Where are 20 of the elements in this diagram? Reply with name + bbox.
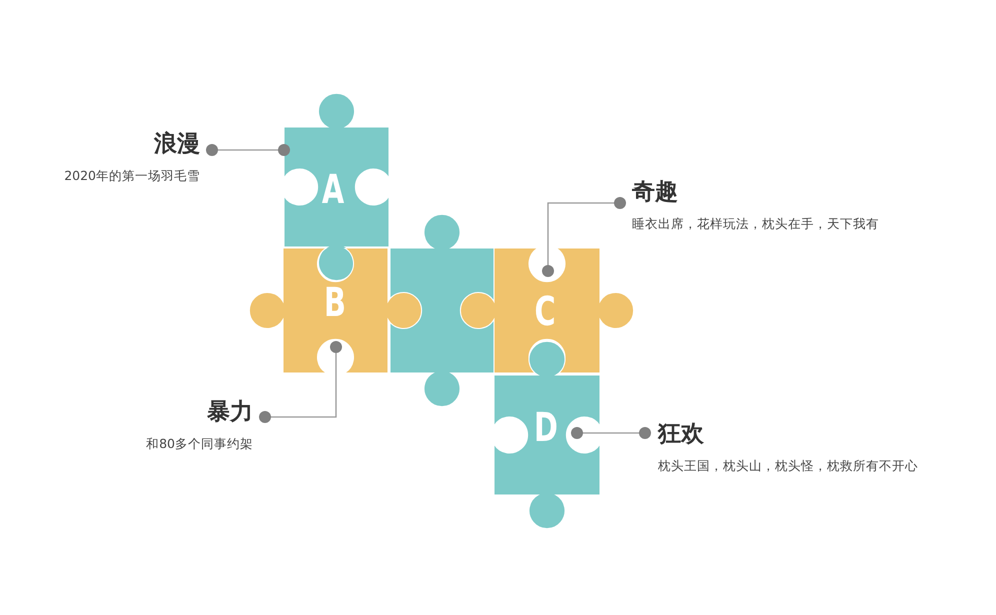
piece-letter: D bbox=[534, 406, 558, 450]
description-text: 2020年的第一场羽毛雪 bbox=[64, 168, 200, 184]
puzzle-piece bbox=[247, 248, 424, 373]
heading-text: 浪漫 bbox=[154, 130, 200, 158]
description-text: 睡衣出席，花样玩法，枕头在手，天下我有 bbox=[632, 216, 879, 232]
leader-line bbox=[206, 144, 290, 156]
heading-text: 狂欢 bbox=[658, 420, 704, 448]
piece-letter: C bbox=[534, 290, 556, 334]
puzzle-piece bbox=[458, 248, 636, 373]
heading-text: 奇趣 bbox=[632, 178, 678, 206]
piece-letter: A bbox=[322, 168, 344, 212]
puzzle-piece bbox=[494, 339, 600, 531]
leader-line bbox=[542, 197, 626, 277]
description-text: 和80多个同事约架 bbox=[146, 436, 253, 452]
leader-line bbox=[259, 341, 342, 423]
puzzle-piece bbox=[284, 91, 389, 283]
description-text: 枕头王国，枕头山，枕头怪，枕救所有不开心 bbox=[658, 458, 918, 474]
heading-text: 暴力 bbox=[207, 398, 253, 426]
leader-line bbox=[571, 427, 651, 439]
piece-letter: B bbox=[324, 281, 346, 325]
